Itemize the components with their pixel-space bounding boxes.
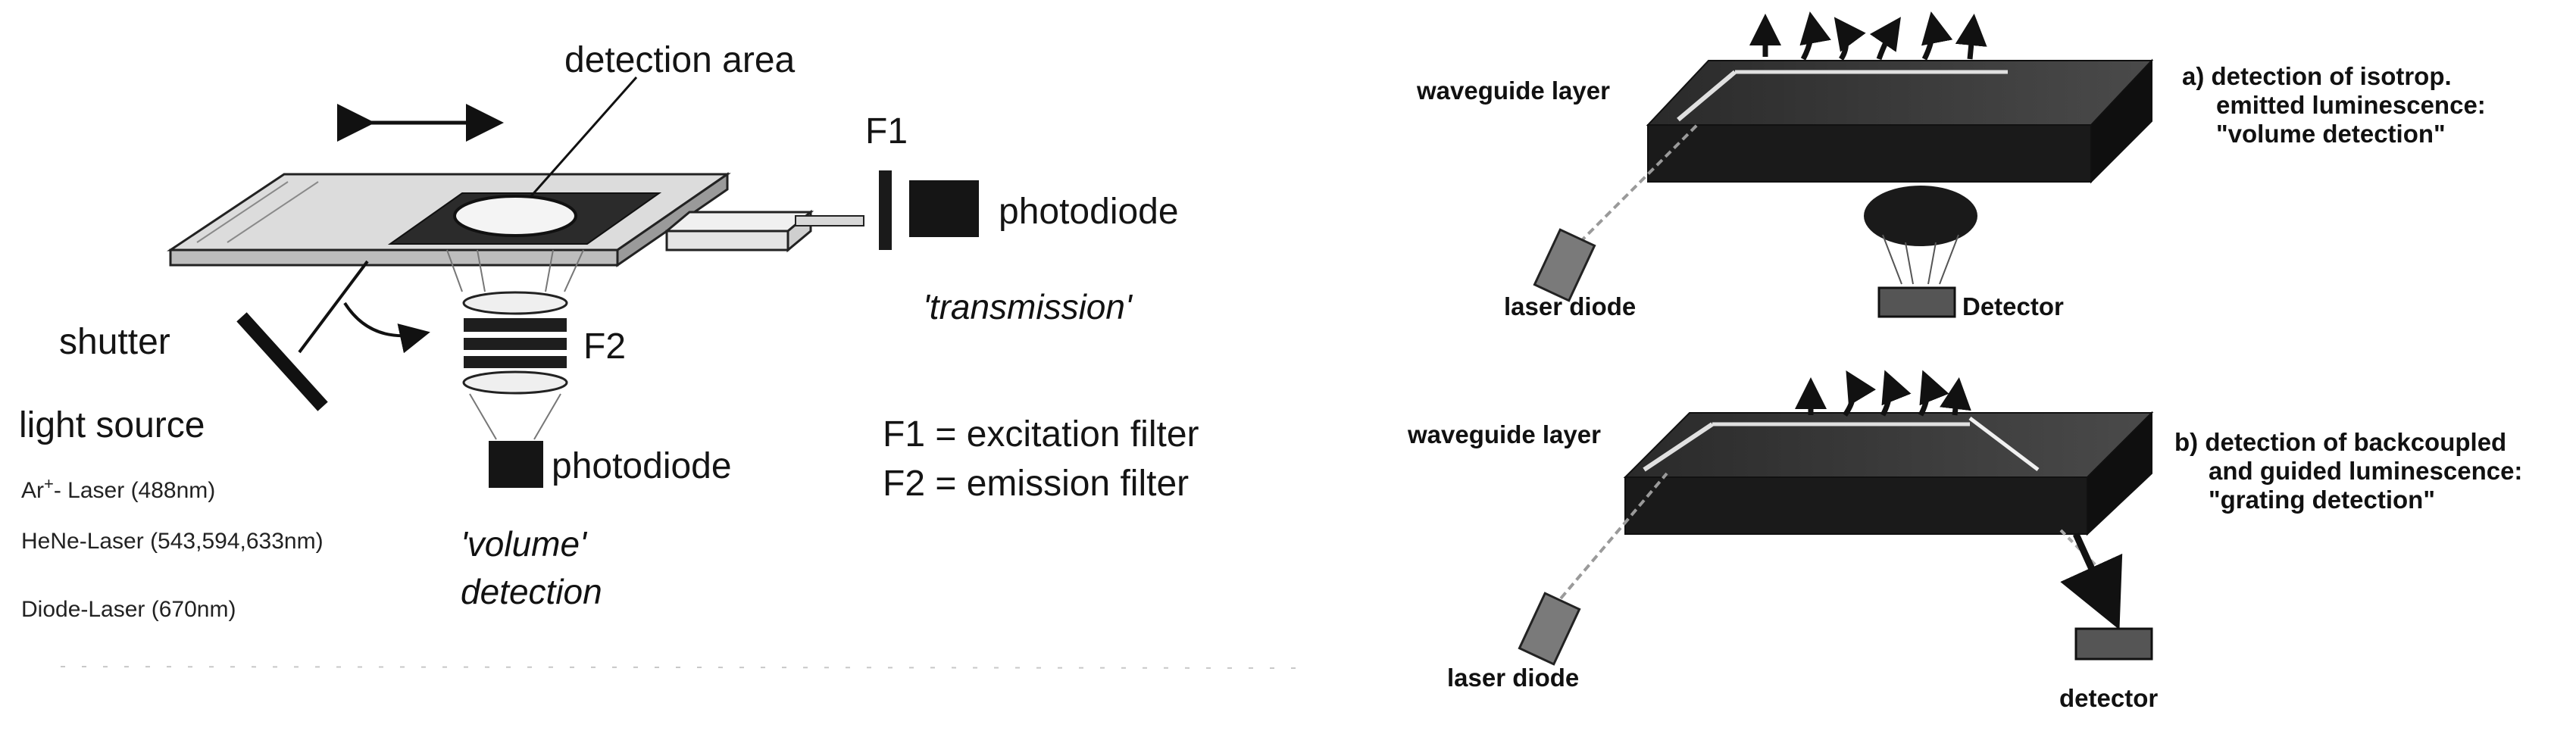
- caption-b-line1: b) detection of backcoupled: [2174, 428, 2507, 456]
- photodiode-transmission-block: [909, 180, 979, 237]
- f2-label: F2: [583, 326, 627, 367]
- caption-a-line2: emitted luminescence:: [2216, 91, 2486, 119]
- caption-b-line3: "grating detection": [2209, 486, 2435, 514]
- laser-diode-label-b: laser diode: [1447, 664, 1580, 692]
- shutter-curved-arrow: [343, 301, 430, 354]
- laser-beam-b: [1559, 472, 1668, 600]
- photodiode-volume-block: [489, 441, 543, 488]
- caption-a-line3: "volume detection": [2216, 120, 2446, 148]
- volume-label-line2: detection: [461, 572, 602, 611]
- filter-f1: [879, 170, 892, 250]
- emission-arrows-a: [1749, 11, 1987, 61]
- detection-area-label: detection area: [564, 40, 796, 80]
- volume-label-line1: 'volume': [461, 524, 586, 564]
- caption-b: b) detection of backcoupled and guided l…: [2174, 428, 2522, 514]
- sensor-slide: [167, 172, 731, 267]
- transmission-label: 'transmission': [923, 287, 1132, 326]
- emission-cone: [446, 249, 584, 292]
- laser-beam-a: [1578, 123, 1699, 244]
- legend-f1: F1 = excitation filter: [883, 414, 1199, 455]
- lens-a: [1864, 186, 1977, 285]
- excitation-beam: [298, 260, 369, 354]
- shutter: [236, 312, 328, 411]
- detector-b: [2074, 627, 2153, 661]
- light-source-label: light source: [19, 405, 205, 445]
- laser-diode-label-a: laser diode: [1504, 292, 1637, 320]
- detector-a: [1877, 286, 1956, 318]
- laser-diode-label: Diode-Laser (670nm): [21, 597, 236, 622]
- legend-f2: F2 = emission filter: [883, 464, 1190, 504]
- caption-a-line1: a) detection of isotrop.: [2182, 62, 2452, 90]
- caption-b-line2: and guided luminescence:: [2209, 457, 2523, 485]
- detector-label-b: detector: [2059, 684, 2159, 712]
- laser-diode-a: [1533, 228, 1596, 302]
- f1-label: F1: [865, 111, 908, 152]
- waveguide-chip-a: [1646, 58, 2154, 184]
- output-coupler: [663, 209, 864, 253]
- detector-label-a: Detector: [1962, 292, 2064, 320]
- waveguide-layer-label-b: waveguide layer: [1408, 420, 1601, 448]
- emission-arrows-b: [1795, 370, 1971, 417]
- laser-hene-label: HeNe-Laser (543,594,633nm): [21, 529, 324, 554]
- laser-diode-b: [1518, 592, 1581, 666]
- waveguide-layer-label-a: waveguide layer: [1417, 77, 1610, 105]
- waveguide-chip-b: [1623, 411, 2154, 536]
- filter-f2-stack: [462, 291, 568, 440]
- detection-area-leader: [529, 77, 638, 198]
- photodiode-transmission-label: photodiode: [999, 192, 1179, 232]
- laser-ar-label: Ar+- Laser (488nm): [21, 474, 216, 503]
- caption-a: a) detection of isotrop. emitted lumines…: [2182, 62, 2486, 148]
- shutter-label: shutter: [59, 322, 170, 362]
- scan-noise: [60, 666, 1304, 669]
- outcoupled-beam-b: [2059, 529, 2123, 630]
- photodiode-volume-label: photodiode: [552, 446, 732, 486]
